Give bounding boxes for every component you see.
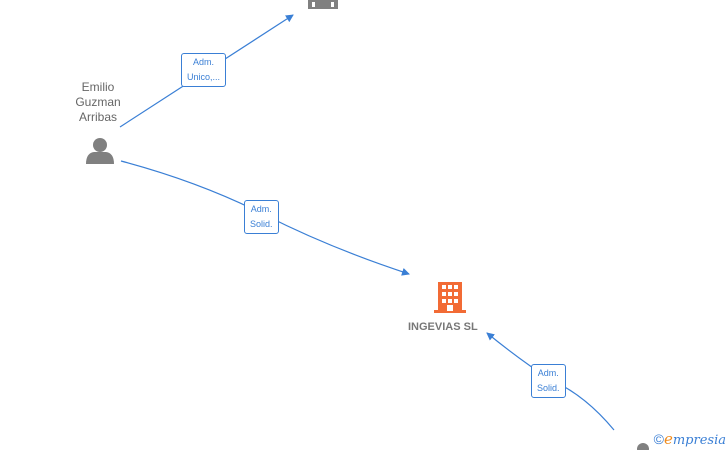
person-icon: [86, 138, 114, 164]
edge-label-line: Unico,...: [187, 72, 221, 82]
edge-label-line: Solid.: [250, 219, 273, 229]
edge-label-line: Adm.: [537, 368, 559, 378]
edge-label-line: Solid.: [537, 383, 560, 393]
edge-label-middle[interactable]: Adm. Solid.: [244, 200, 279, 234]
brand-logo-text: mpresia: [672, 433, 726, 448]
building-icon: [308, 0, 338, 9]
person-name[interactable]: Emilio Guzman Arribas: [68, 80, 128, 125]
copyright-symbol: ©: [653, 431, 664, 447]
person-name-line: Emilio: [81, 80, 115, 94]
edge-label-bottom[interactable]: Adm. Solid.: [531, 364, 566, 398]
edge-label-top[interactable]: Adm. Unico,...: [181, 53, 227, 87]
person-name-line: Guzman: [75, 95, 121, 109]
person-name-line: Arribas: [78, 110, 117, 124]
brand-logo-letter: e: [663, 430, 673, 448]
building-icon: [434, 282, 466, 313]
person-icon: [637, 443, 649, 450]
edge-label-line: Adm.: [250, 204, 272, 214]
brand-watermark: ©empresia: [654, 430, 726, 448]
company-name[interactable]: INGEVIAS SL: [408, 321, 478, 333]
edge-label-line: Adm.: [193, 57, 215, 67]
